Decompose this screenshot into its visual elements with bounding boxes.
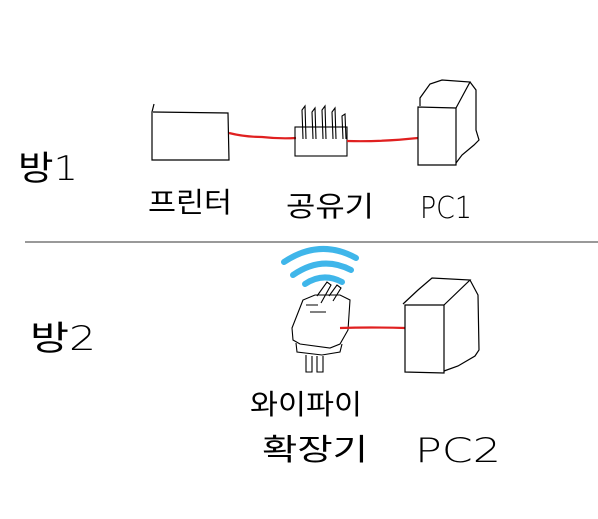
cable-extender-pc2	[339, 326, 406, 330]
wifi-extender-label-line1: 와이파이	[250, 388, 362, 421]
printer-label: 프린터	[148, 186, 232, 219]
router-label: 공유기	[286, 190, 374, 223]
router-device	[294, 104, 348, 157]
room2-label: 방2	[30, 319, 96, 359]
printer-device	[151, 103, 230, 161]
cable-router-pc1	[346, 136, 419, 143]
wifi-signal-icon	[281, 245, 359, 287]
pc1-label: PC1	[420, 191, 472, 226]
wifi-extender-device	[291, 281, 351, 373]
pc2-device	[402, 277, 480, 374]
room1-label: 방1	[18, 149, 78, 189]
cable-printer-router	[228, 131, 297, 140]
pc1-device	[417, 79, 480, 166]
wifi-extender-label-line2: 확장기	[262, 433, 368, 468]
pc2-label: PC2	[415, 431, 501, 471]
